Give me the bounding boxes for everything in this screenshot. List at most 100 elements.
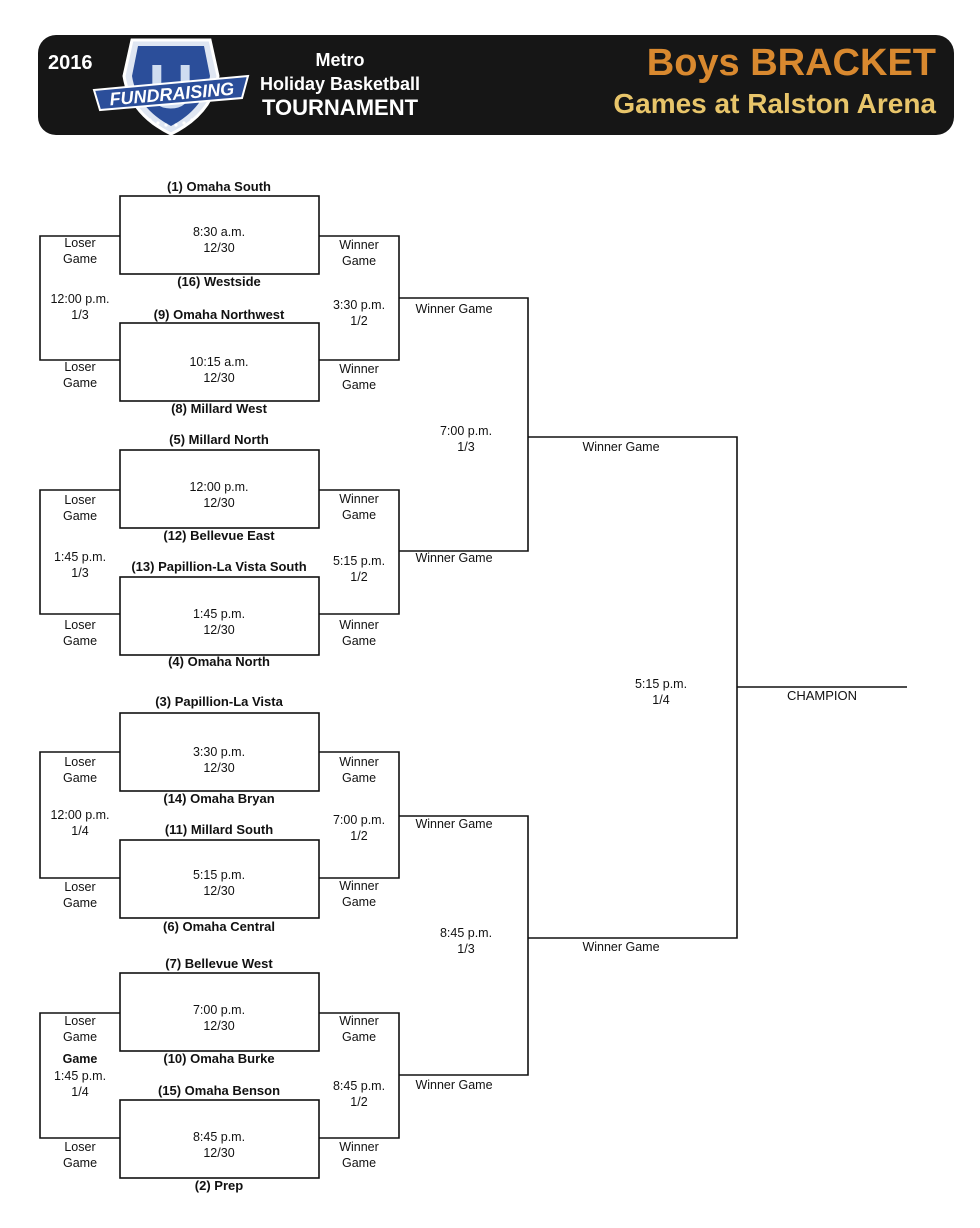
quarterfinal-time: 8:45 p.m.	[332, 1079, 386, 1093]
game-box-3	[119, 449, 320, 529]
game-time: 5:15 p.m.	[192, 868, 246, 882]
consolation-time: 1:45 p.m.	[53, 1069, 107, 1083]
consolation-date: 1/3	[71, 566, 89, 580]
game-label: Game	[341, 895, 377, 909]
semifinal-time: 7:00 p.m.	[439, 424, 493, 438]
team-label: (7) Bellevue West	[165, 956, 273, 971]
game-label: Game	[341, 1156, 377, 1170]
loser-label: Loser	[64, 1140, 96, 1154]
loser-label: Loser	[64, 1014, 96, 1028]
consolation-time: 12:00 p.m.	[50, 808, 110, 822]
consolation-time: 1:45 p.m.	[53, 550, 107, 564]
game-label: Game	[62, 252, 98, 266]
champion-label: CHAMPION	[786, 688, 858, 703]
tournament-name: Metro Holiday Basketball TOURNAMENT	[250, 48, 430, 120]
consolation-date: 1/4	[71, 824, 89, 838]
game-box-4	[119, 576, 320, 656]
consolation-date: 1/4	[71, 1085, 89, 1099]
game-time: 3:30 p.m.	[192, 745, 246, 759]
loser-label: Loser	[64, 755, 96, 769]
winner-game-label: Winner Game	[415, 817, 493, 831]
quarterfinal-date: 1/2	[350, 570, 368, 584]
team-label: (3) Papillion-La Vista	[155, 694, 283, 709]
game-date: 12/30	[203, 761, 235, 775]
final-date: 1/4	[652, 693, 670, 707]
loser-label: Loser	[64, 493, 96, 507]
game-date: 12/30	[203, 623, 235, 637]
winner-label: Winner	[339, 362, 379, 376]
tournament-line1: Metro	[315, 50, 365, 70]
year-label: 2016	[48, 52, 93, 74]
game-label: Game	[341, 508, 377, 522]
game-box-2	[119, 322, 320, 402]
game-time: 8:45 p.m.	[192, 1130, 246, 1144]
game-box-7	[119, 972, 320, 1052]
game-label: Game	[62, 1156, 98, 1170]
winner-label: Winner	[339, 492, 379, 506]
venue-subtitle: Games at Ralston Arena	[613, 88, 936, 119]
loser-label: Loser	[64, 236, 96, 250]
winner-label: Winner	[339, 879, 379, 893]
quarterfinal-time: 3:30 p.m.	[332, 298, 386, 312]
quarterfinal-date: 1/2	[350, 314, 368, 328]
winner-game-label: Winner Game	[415, 302, 493, 316]
game-label: Game	[341, 1030, 377, 1044]
team-label: (13) Papillion-La Vista South	[131, 559, 307, 574]
team-label: (10) Omaha Burke	[163, 1051, 275, 1066]
game-date: 12/30	[203, 1146, 235, 1160]
semifinal-date: 1/3	[457, 942, 475, 956]
loser-label: Loser	[64, 360, 96, 374]
bracket-title: Boys BRACKET	[646, 42, 936, 84]
game-label: Game	[341, 634, 377, 648]
game-label: Game	[62, 376, 98, 390]
team-label: (14) Omaha Bryan	[163, 791, 275, 806]
quarterfinal-date: 1/2	[350, 1095, 368, 1109]
game-label: Game	[341, 771, 377, 785]
game-date: 12/30	[203, 884, 235, 898]
team-label: (15) Omaha Benson	[157, 1083, 281, 1098]
tournament-line3: TOURNAMENT	[261, 95, 419, 120]
game-box-1	[119, 195, 320, 275]
loser-label: Loser	[64, 880, 96, 894]
team-label: (6) Omaha Central	[163, 919, 275, 934]
game-label: Game	[62, 896, 98, 910]
team-label: (9) Omaha Northwest	[153, 307, 285, 322]
winner-label: Winner	[339, 238, 379, 252]
consolation-time: 12:00 p.m.	[50, 292, 110, 306]
quarterfinal-time: 5:15 p.m.	[332, 554, 386, 568]
winner-label: Winner	[339, 1140, 379, 1154]
game-label: Game	[341, 378, 377, 392]
winner-label: Winner	[339, 1014, 379, 1028]
winner-game-label: Winner Game	[582, 440, 660, 454]
game-label: Game	[62, 1030, 98, 1044]
winner-label: Winner	[339, 755, 379, 769]
game-box-6	[119, 839, 320, 919]
team-label: (1) Omaha South	[166, 179, 272, 194]
consolation-extra: Game	[62, 1052, 98, 1066]
game-time: 7:00 p.m.	[192, 1003, 246, 1017]
game-date: 12/30	[203, 241, 235, 255]
semifinal-time: 8:45 p.m.	[439, 926, 493, 940]
game-time: 8:30 a.m.	[192, 225, 246, 239]
game-time: 1:45 p.m.	[192, 607, 246, 621]
consolation-date: 1/3	[71, 308, 89, 322]
game-date: 12/30	[203, 1019, 235, 1033]
final-time: 5:15 p.m.	[634, 677, 688, 691]
game-label: Game	[62, 634, 98, 648]
game-label: Game	[341, 254, 377, 268]
team-label: (5) Millard North	[169, 432, 269, 447]
fundraising-u-logo: U FUNDRAISING	[92, 38, 250, 136]
semifinal-date: 1/3	[457, 440, 475, 454]
loser-label: Loser	[64, 618, 96, 632]
team-label: (4) Omaha North	[168, 654, 270, 669]
team-label: (2) Prep	[194, 1178, 244, 1193]
quarterfinal-time: 7:00 p.m.	[332, 813, 386, 827]
winner-game-label: Winner Game	[415, 1078, 493, 1092]
game-time: 12:00 p.m.	[189, 480, 249, 494]
game-box-8	[119, 1099, 320, 1179]
winner-game-label: Winner Game	[415, 551, 493, 565]
game-label: Game	[62, 509, 98, 523]
team-label: (12) Bellevue East	[163, 528, 275, 543]
game-date: 12/30	[203, 496, 235, 510]
